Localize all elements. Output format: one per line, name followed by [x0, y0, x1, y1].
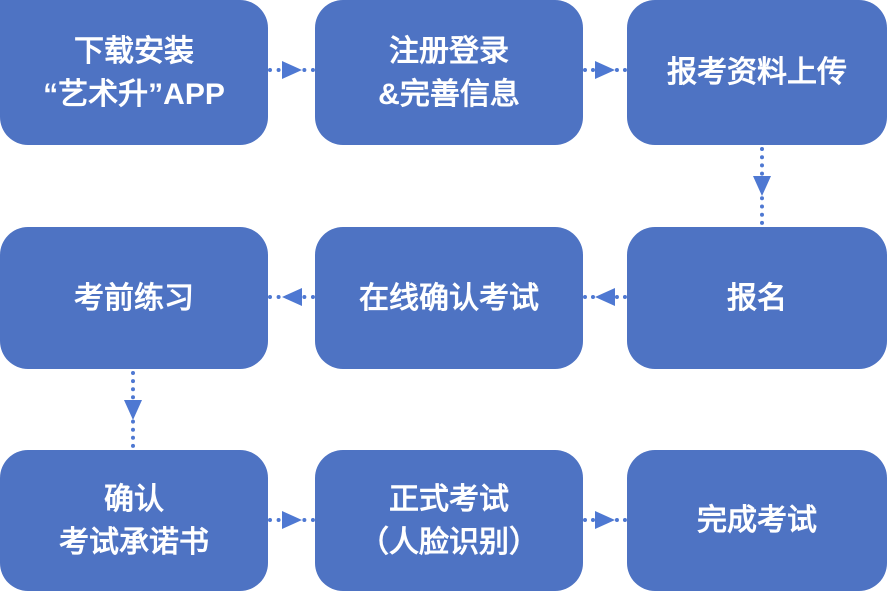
flow-node-label: 正式考试	[389, 482, 509, 516]
flow-node-online-confirm-exam: 在线确认考试	[315, 227, 583, 369]
flow-node-label: 考前练习	[74, 281, 194, 315]
arrow-left-icon	[595, 288, 615, 306]
flow-node-complete-exam: 完成考试	[627, 450, 887, 591]
flow-node-sign-up: 报名	[627, 227, 887, 369]
flow-node-label: 完成考试	[697, 504, 817, 537]
flow-node-label: 注册登录	[389, 34, 509, 68]
arrow-down-icon	[124, 399, 142, 420]
flow-node-label: 考试承诺书	[59, 525, 209, 559]
arrow-left-icon	[281, 288, 302, 306]
arrow-confirm-exam-to-practice	[268, 287, 315, 307]
arrow-register-to-upload	[583, 60, 627, 80]
flow-node-label: &完善信息	[378, 77, 520, 111]
arrow-right-icon	[595, 61, 615, 79]
arrow-right-icon	[281, 511, 302, 529]
flow-node-label: 报名	[727, 281, 787, 315]
arrow-signup-to-confirm-exam	[583, 287, 627, 307]
arrow-commitment-to-formal-exam	[268, 510, 315, 530]
arrow-download-to-register	[268, 60, 315, 80]
flow-node-label: 在线确认考试	[359, 281, 539, 315]
arrow-down-icon	[753, 176, 771, 196]
flow-node-label: （人脸识别）	[359, 525, 539, 559]
flow-node-label: 确认	[104, 482, 164, 516]
flow-node-label: 下载安装	[74, 34, 194, 68]
flow-node-confirm-commitment: 确认 考试承诺书	[0, 450, 268, 591]
flow-node-register-login: 注册登录 &完善信息	[315, 0, 583, 145]
arrow-right-icon	[281, 61, 302, 79]
flow-node-upload-materials: 报考资料上传	[627, 0, 887, 145]
arrow-formal-exam-to-complete	[583, 510, 627, 530]
flow-node-download-app: 下载安装 “艺术升”APP	[0, 0, 268, 145]
arrow-right-icon	[595, 511, 615, 529]
arrow-upload-to-signup	[752, 147, 772, 225]
flow-node-label: “艺术升”APP	[43, 77, 225, 111]
flow-node-pre-exam-practice: 考前练习	[0, 227, 268, 369]
arrow-practice-to-commitment	[123, 371, 143, 448]
flow-node-label: 报考资料上传	[667, 56, 847, 89]
flow-node-formal-exam: 正式考试 （人脸识别）	[315, 450, 583, 591]
